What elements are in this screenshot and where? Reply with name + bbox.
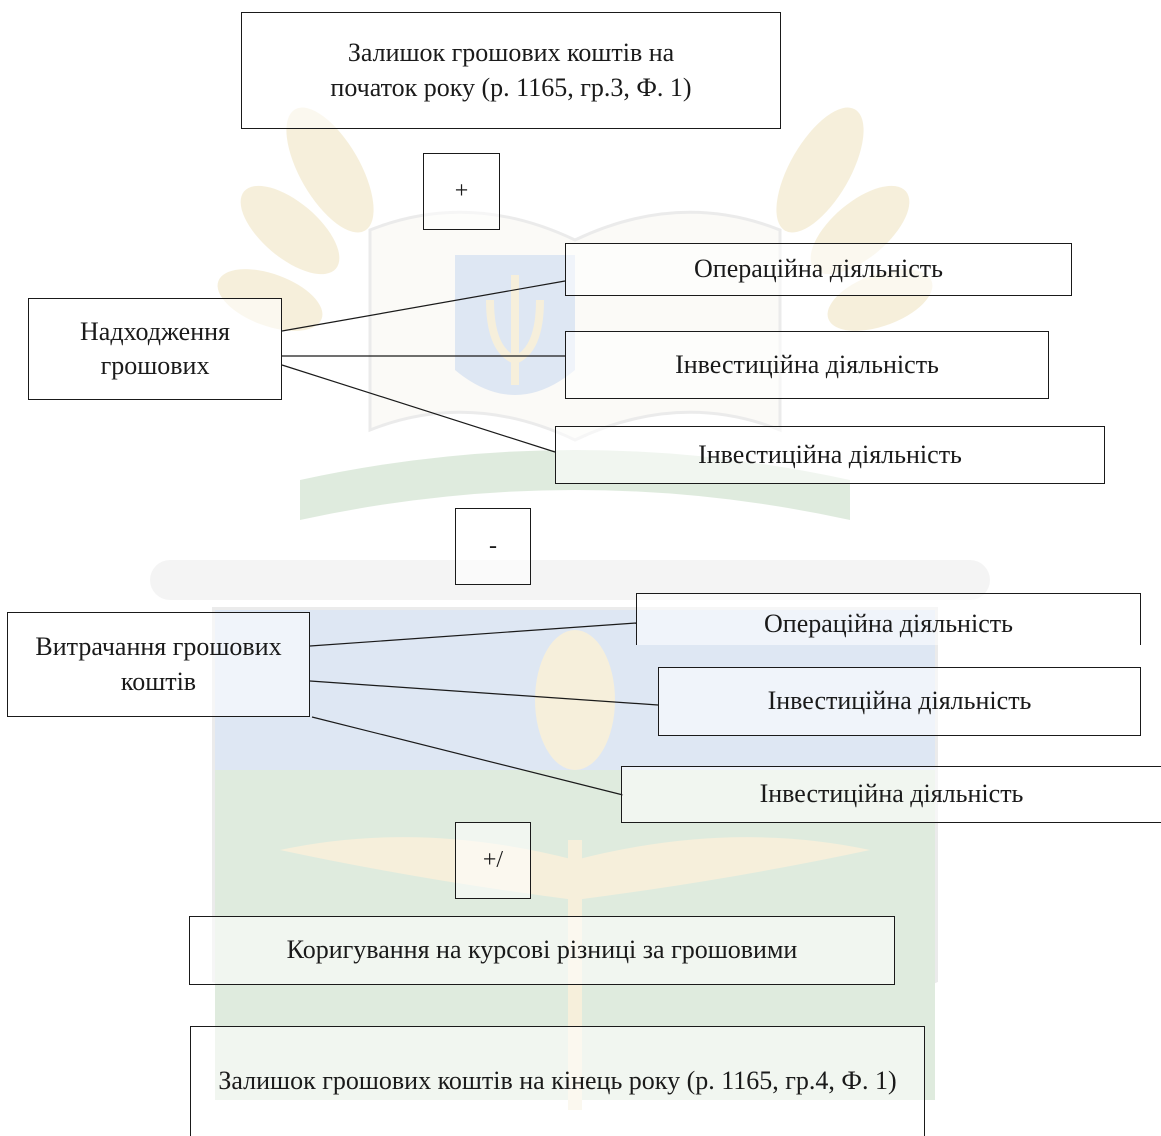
inflow-operating-activity-box: Операційна діяльність bbox=[565, 243, 1072, 296]
inflow-operating-activity-label: Операційна діяльність bbox=[694, 254, 943, 284]
exchange-adjustment-label: Коригування на курсові різниці за грошов… bbox=[286, 935, 798, 965]
minus-operator-box: - bbox=[455, 508, 531, 585]
outflow-operating-activity-label: Операційна діяльність bbox=[764, 608, 1013, 638]
connector-outflow-operating bbox=[309, 622, 637, 647]
inflow-investing-activity-box-1: Інвестиційна діяльність bbox=[565, 331, 1049, 399]
cash-inflow-box: Надходження грошових bbox=[28, 298, 282, 400]
exchange-adjustment-box: Коригування на курсові різниці за грошов… bbox=[189, 916, 895, 985]
inflow-investing-activity-label-2: Інвестиційна діяльність bbox=[698, 439, 962, 469]
closing-balance-box: Залишок грошових коштів на кінець року (… bbox=[190, 1026, 925, 1136]
opening-balance-text: Залишок грошових коштів на початок року … bbox=[330, 38, 692, 102]
inflow-investing-activity-label-1: Інвестиційна діяльність bbox=[675, 349, 939, 379]
plus-minus-operator-box: +/ bbox=[455, 822, 531, 899]
opening-balance-box: Залишок грошових коштів на початок року … bbox=[241, 12, 781, 129]
connector-inflow-operating bbox=[281, 280, 566, 332]
outflow-operating-activity-box: Операційна діяльність bbox=[636, 593, 1141, 645]
connector-inflow-investing-2 bbox=[281, 364, 556, 453]
closing-balance-text: Залишок грошових коштів на кінець року (… bbox=[218, 1066, 897, 1096]
plus-operator-box: + bbox=[423, 153, 500, 230]
plus-operator: + bbox=[454, 177, 469, 204]
minus-operator: - bbox=[489, 532, 497, 559]
inflow-investing-activity-box-2: Інвестиційна діяльність bbox=[555, 426, 1105, 484]
outflow-investing-activity-box-1: Інвестиційна діяльність bbox=[658, 667, 1141, 736]
cash-outflow-label: Витрачання грошових коштів bbox=[35, 632, 282, 696]
outflow-investing-activity-label-1: Інвестиційна діяльність bbox=[767, 686, 1032, 716]
cash-outflow-box: Витрачання грошових коштів bbox=[7, 612, 310, 717]
cash-inflow-label: Надходження грошових bbox=[80, 316, 230, 380]
connector-outflow-investing-1 bbox=[309, 680, 659, 706]
outflow-investing-activity-box-2: Інвестиційна діяльність bbox=[621, 766, 1161, 823]
outflow-investing-activity-label-2: Інвестиційна діяльність bbox=[759, 779, 1024, 809]
plus-minus-operator: +/ bbox=[482, 846, 504, 873]
connector-outflow-investing-2 bbox=[311, 716, 624, 796]
